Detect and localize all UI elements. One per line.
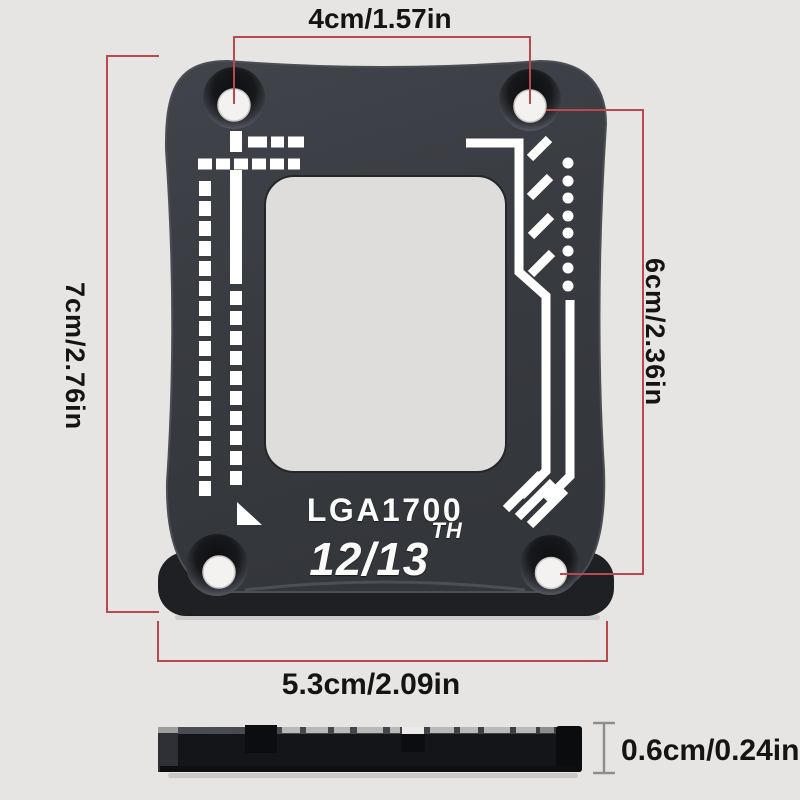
side-view-right-cap [556,726,582,772]
generation-label: 12/13TH [263,519,507,585]
generation-numbers: 12/13 [309,533,430,585]
dimension-label-right-hole-spacing: 6cm/2.36in [640,258,670,407]
side-view-clip-right [401,734,425,752]
dimension-line-left [106,55,159,613]
side-view-bottom-edge [160,766,580,772]
contact-frame-side-view [158,725,582,778]
cpu-window [264,175,507,473]
engraving-left-pattern [198,131,305,497]
dimension-line-bottom [157,621,608,662]
dimension-label-thickness: 0.6cm/0.24in [621,734,800,767]
dimension-lines [106,36,644,662]
dimension-label-overall-height: 7cm/2.76in [60,282,90,431]
screw-hole-bottom-right [520,535,580,595]
side-view-left-cap [158,727,178,772]
socket-label: LGA1700 [306,492,464,528]
dimension-label-overall-width: 5.3cm/2.09in [281,668,461,701]
thickness-indicator [593,721,615,775]
generation-suffix: TH [431,517,463,543]
side-view-left-top-face [158,727,178,733]
engraving-dot-column [562,157,574,292]
frame-bottom-chamfer [244,580,526,592]
corner-marker-triangle [237,502,262,525]
engraving-right-pattern [466,135,575,529]
dimension-label-top-hole-spacing: 4cm/1.57in [308,3,452,34]
frame-base-shadow [175,615,600,620]
contact-frame-front-view [158,59,614,620]
dimension-line-right [546,109,644,575]
side-view-top-reflections [282,727,554,734]
side-view-shadow [168,773,578,778]
screw-hole-bottom-left [186,534,248,596]
dimension-line-top [233,36,531,104]
side-view-clip-left [245,725,277,753]
